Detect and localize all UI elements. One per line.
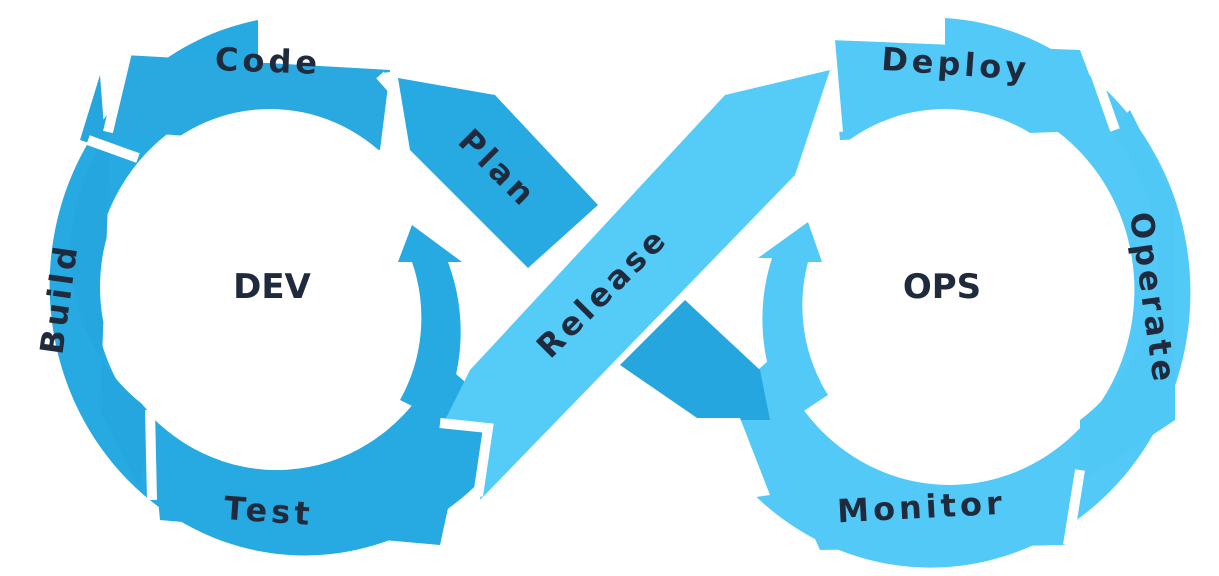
ops-hub-circle <box>775 109 1115 465</box>
ops-hub-label: OPS <box>903 267 981 307</box>
plan-segment <box>398 78 598 268</box>
deploy-segment <box>830 40 1110 140</box>
plan-segment-group <box>385 71 598 268</box>
test-segment <box>150 360 465 545</box>
crossover-segment <box>620 300 770 420</box>
release-segment <box>445 70 830 500</box>
operate-segment <box>1080 110 1175 480</box>
release-segment-group <box>439 70 830 500</box>
ops-ring <box>700 18 1191 568</box>
dev-separator <box>86 46 424 501</box>
dev-hub-label: DEV <box>233 267 311 307</box>
code-label: Code <box>214 40 321 82</box>
crossover-white-notch <box>695 418 770 500</box>
monitor-segment <box>740 355 1080 550</box>
test-label: Test <box>223 489 315 533</box>
build-segment <box>70 75 150 490</box>
release-separator <box>439 418 494 497</box>
ops-separator <box>825 39 1120 546</box>
plan-separator <box>385 71 405 151</box>
monitor-label: Monitor <box>836 484 1006 531</box>
ops-return-arrow <box>758 222 828 420</box>
dev-return-arrow <box>398 225 462 420</box>
dev-ring <box>49 20 520 556</box>
dev-hub-circle <box>100 109 440 465</box>
